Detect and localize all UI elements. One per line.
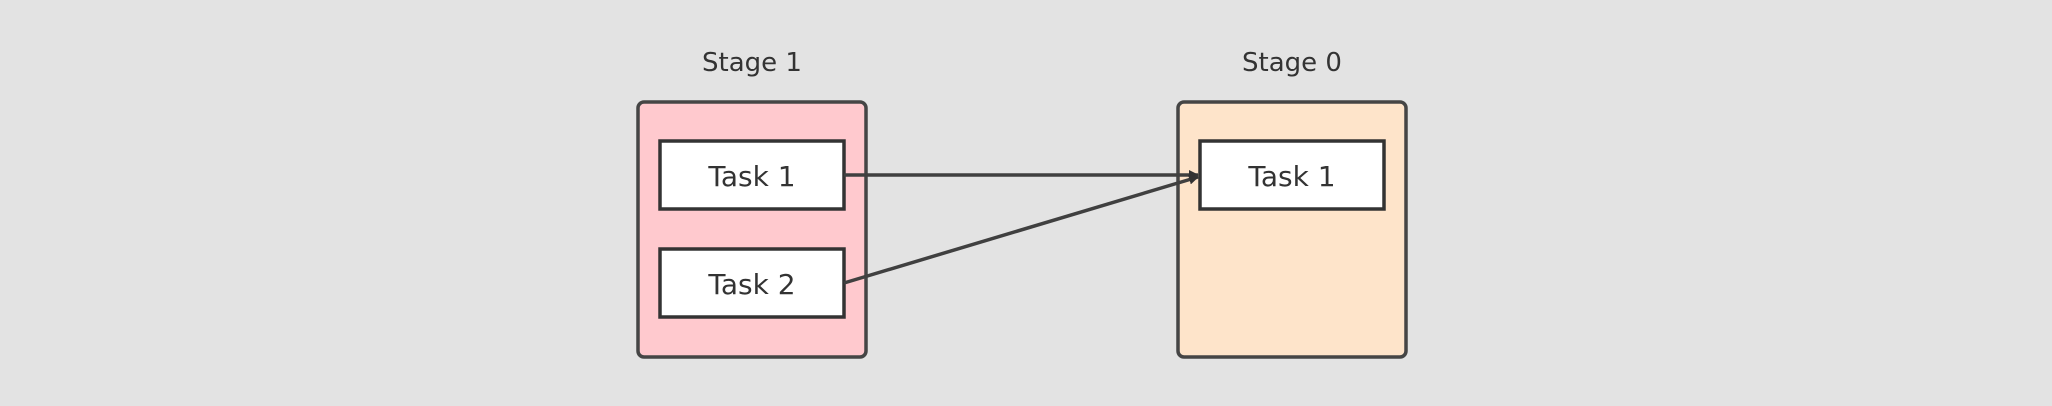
task-label: Task 1: [1247, 160, 1335, 193]
task-label: Task 1: [707, 160, 795, 193]
task-node[interactable]: [658, 247, 846, 319]
stage-0-group: Stage 0 Task 1: [1176, 48, 1408, 359]
task-node[interactable]: [1198, 139, 1386, 211]
task-node[interactable]: [658, 139, 846, 211]
stage-title: Stage 0: [1242, 48, 1342, 78]
edges-group: [843, 170, 1199, 285]
stage-title: Stage 1: [702, 48, 802, 78]
dependency-arrow: [843, 174, 1199, 285]
stage-1-group: Stage 1 Task 1 Task 2: [636, 48, 868, 359]
task-label: Task 2: [707, 268, 795, 301]
